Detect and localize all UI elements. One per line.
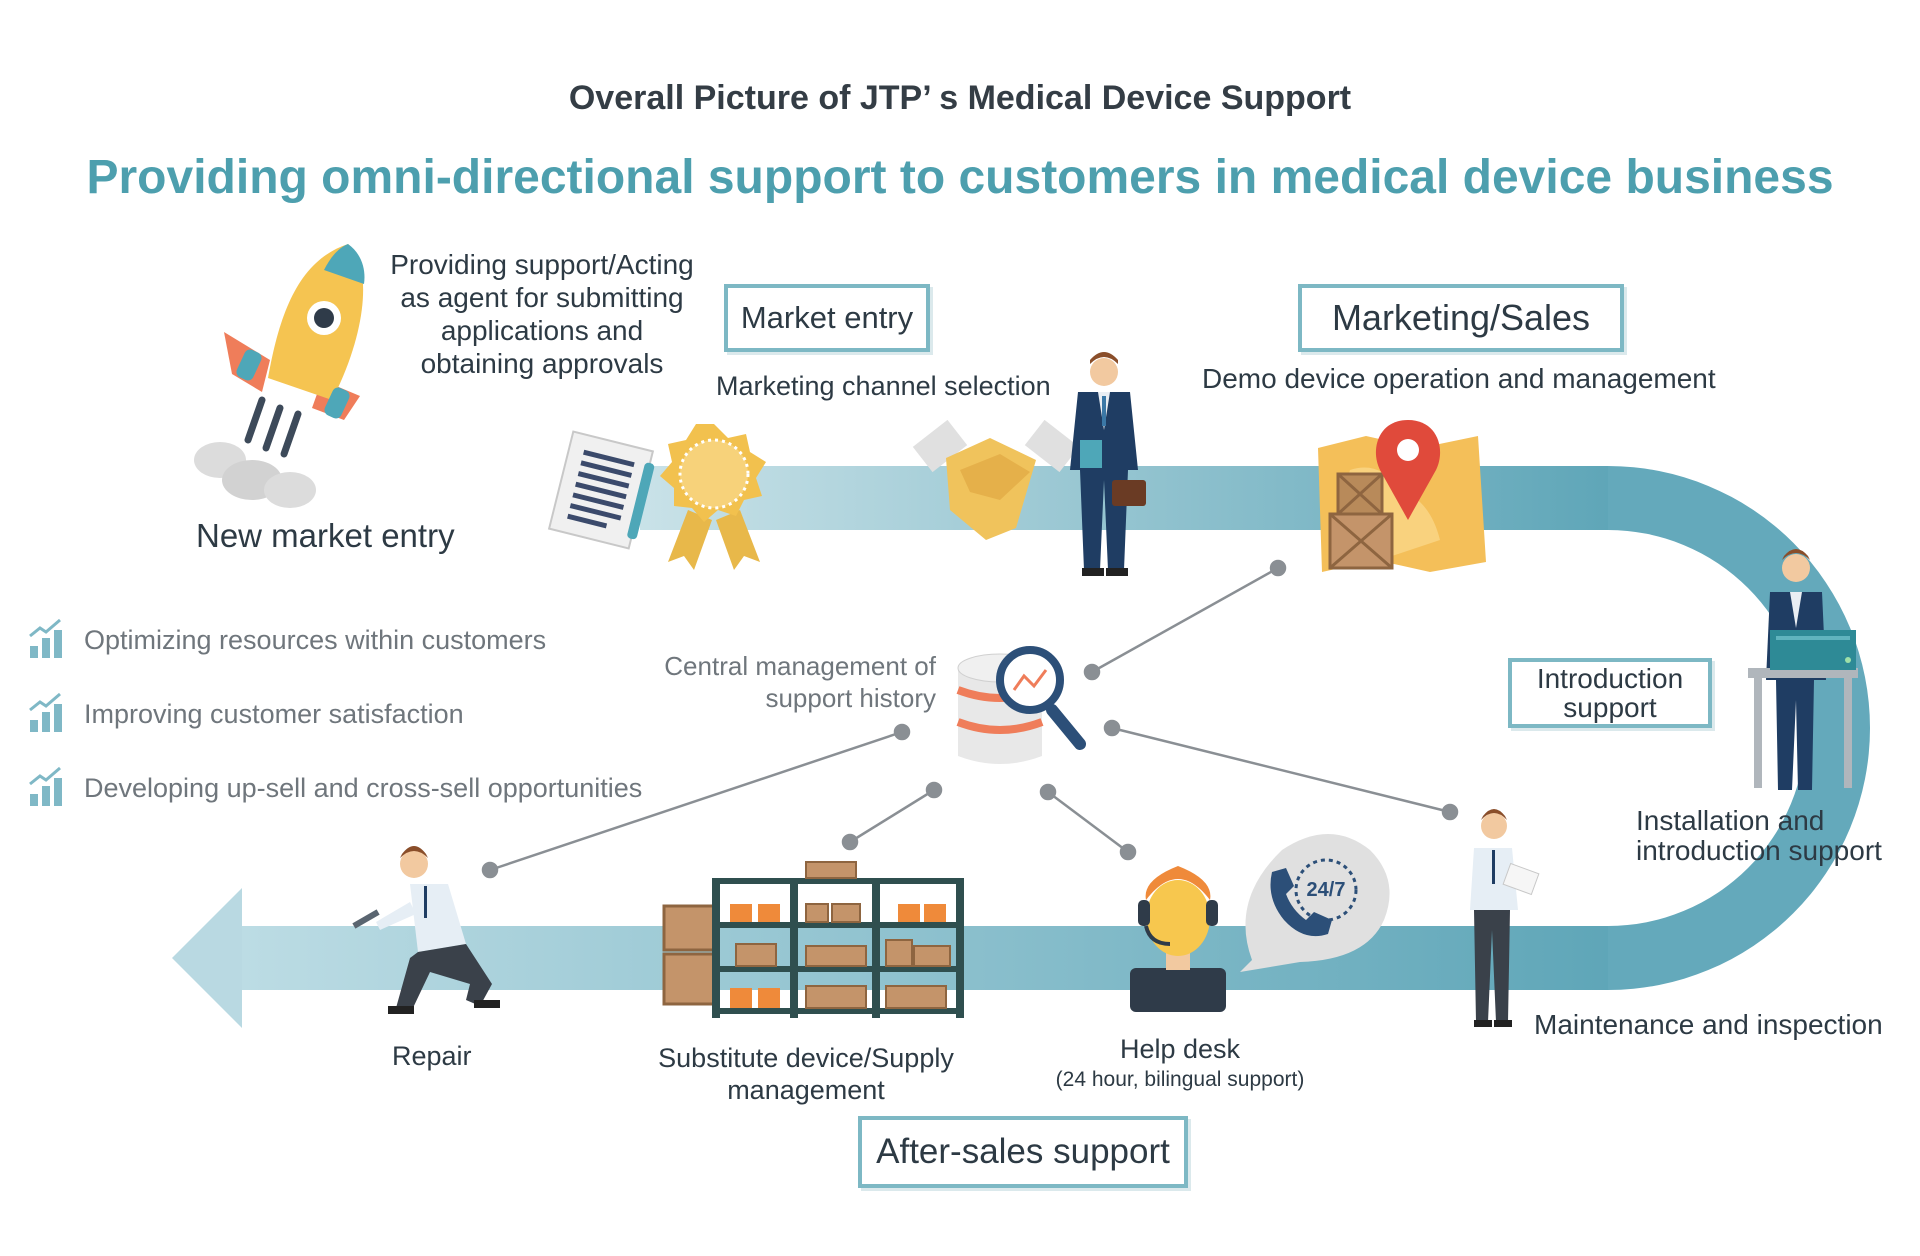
technician-icon: [1748, 549, 1858, 790]
caption-approvals-line: applications and: [440, 315, 644, 346]
arrow-head: [172, 888, 242, 1028]
stage-box-after-sales: After-sales support: [858, 1116, 1188, 1188]
caption-installation-line: introduction support: [1636, 835, 1882, 866]
caption-installation-line: Installation and: [1636, 805, 1825, 836]
caption-substitute: Substitute device/Supply management: [636, 1042, 976, 1106]
page-subtitle: Providing omni-directional support to cu…: [86, 151, 1834, 204]
caption-help-desk-note: (24 hour, bilingual support): [1055, 1068, 1305, 1091]
caption-repair: Repair: [392, 1041, 472, 1071]
benefit-item: Improving customer satisfaction: [84, 694, 464, 734]
businessman-icon: [1070, 352, 1146, 576]
handshake-icon: [912, 419, 1080, 540]
benefit-item: Optimizing resources within customers: [84, 620, 546, 660]
benefit-label: Improving customer satisfaction: [84, 698, 464, 729]
bar-chart-icon: [29, 618, 62, 806]
caption-new-market-entry: New market entry: [196, 517, 455, 554]
map-pin-icon: [1318, 420, 1486, 572]
caption-channel-selection: Marketing channel selection: [716, 371, 1051, 401]
caption-help-desk-title: Help desk: [1119, 1034, 1241, 1064]
caption-installation: Installation and introduction support: [1636, 806, 1882, 866]
document-icon: [547, 430, 655, 550]
caption-central-management: Central management of support history: [596, 650, 936, 714]
stage-box-market-entry: Market entry: [724, 284, 930, 352]
benefit-label: Developing up-sell and cross-sell opport…: [84, 772, 643, 803]
award-ribbon-icon: [660, 424, 766, 570]
benefit-label: Optimizing resources within customers: [84, 624, 547, 655]
caption-approvals-line: Providing support/Acting: [390, 249, 694, 280]
caption-substitute-line: Substitute device/Supply: [658, 1043, 954, 1073]
caption-approvals-line: as agent for submitting: [400, 282, 684, 313]
warehouse-shelves-icon: [662, 861, 964, 1018]
caption-demo-device: Demo device operation and management: [1202, 363, 1716, 394]
caption-central-management-line: Central management of: [664, 651, 936, 681]
headset-operator-icon: [1130, 866, 1226, 1012]
caption-maintenance: Maintenance and inspection: [1534, 1009, 1883, 1040]
caption-central-management-line: support history: [765, 683, 936, 713]
caption-help-desk: Help desk (24 hour, bilingual support): [1040, 1032, 1320, 1094]
repair-worker-icon: [352, 846, 500, 1014]
rocket-icon: [194, 244, 365, 508]
page-title: Overall Picture of JTP’ s Medical Device…: [568, 79, 1352, 117]
inspector-icon: [1470, 809, 1540, 1027]
caption-approvals: Providing support/Acting as agent for su…: [372, 248, 712, 380]
stage-box-marketing-sales: Marketing/Sales: [1298, 284, 1624, 352]
connector-lines: [481, 559, 1459, 879]
database-search-icon: [956, 646, 1086, 764]
benefit-item: Developing up-sell and cross-sell opport…: [84, 768, 642, 808]
phone-24-7-icon: 24/7: [1240, 834, 1390, 972]
caption-substitute-line: management: [727, 1075, 885, 1105]
stage-box-introduction-support: Introduction support: [1508, 658, 1712, 728]
phone-24-7-label: 24/7: [1307, 879, 1346, 901]
caption-approvals-line: obtaining approvals: [420, 348, 664, 379]
